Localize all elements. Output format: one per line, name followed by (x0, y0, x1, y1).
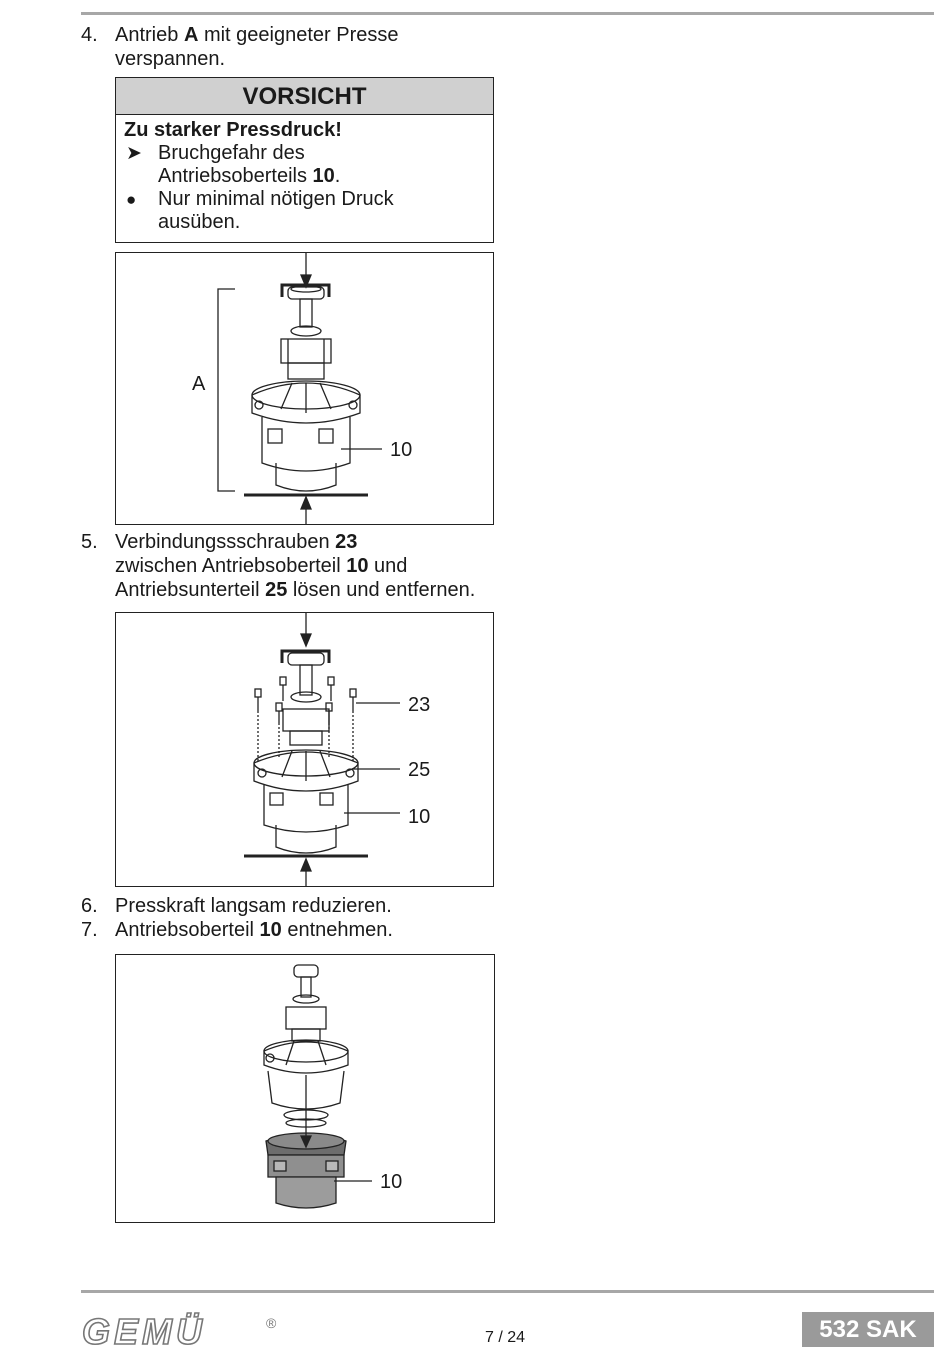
figure-remove-screws: 23 25 10 (115, 612, 494, 887)
caution-consequence: ➤ Bruchgefahr des Antriebsoberteils 10. (126, 142, 341, 187)
label-10: 10 (408, 806, 430, 828)
top-rule (81, 12, 934, 15)
label-25: 25 (408, 759, 430, 781)
caution-body: Zu starker Pressdruck! ➤ Bruchgefahr des… (116, 115, 493, 238)
label-10: 10 (390, 439, 412, 461)
step-number: 6. (81, 895, 98, 917)
step-text: Verbindungssschrauben 23 zwischen Antrie… (115, 531, 476, 601)
step-number: 4. (81, 24, 98, 46)
label-23: 23 (408, 694, 430, 716)
step-number: 5. (81, 531, 98, 553)
gemu-logo: GEMÜ ® (81, 1310, 292, 1355)
footer-rule (81, 1290, 934, 1293)
product-badge: 532 SAK (802, 1312, 934, 1347)
svg-text:GEMÜ: GEMÜ (82, 1311, 206, 1350)
step-text: Antrieb A mit geeigneter Presse verspann… (115, 24, 399, 70)
page-number: 7 / 24 (485, 1329, 526, 1346)
bullet-icon: ● (126, 190, 137, 209)
caution-heading: VORSICHT (116, 78, 493, 115)
figure-press-actuator: A 10 (115, 252, 494, 525)
step-text: Presskraft langsam reduzieren. (115, 895, 392, 917)
caution-title: Zu starker Pressdruck! (124, 119, 342, 141)
label-a: A (192, 373, 206, 395)
figure-remove-upper-part: 10 (115, 954, 495, 1223)
step-number: 7. (81, 919, 98, 941)
label-10: 10 (380, 1171, 402, 1193)
caution-box: VORSICHT Zu starker Pressdruck! ➤ Bruchg… (115, 77, 494, 243)
svg-text:®: ® (266, 1315, 277, 1331)
caution-action: ● Nur minimal nötigen Druck ausüben. (126, 188, 394, 233)
arrow-icon: ➤ (126, 143, 142, 164)
step-text: Antriebsoberteil 10 entnehmen. (115, 919, 393, 941)
